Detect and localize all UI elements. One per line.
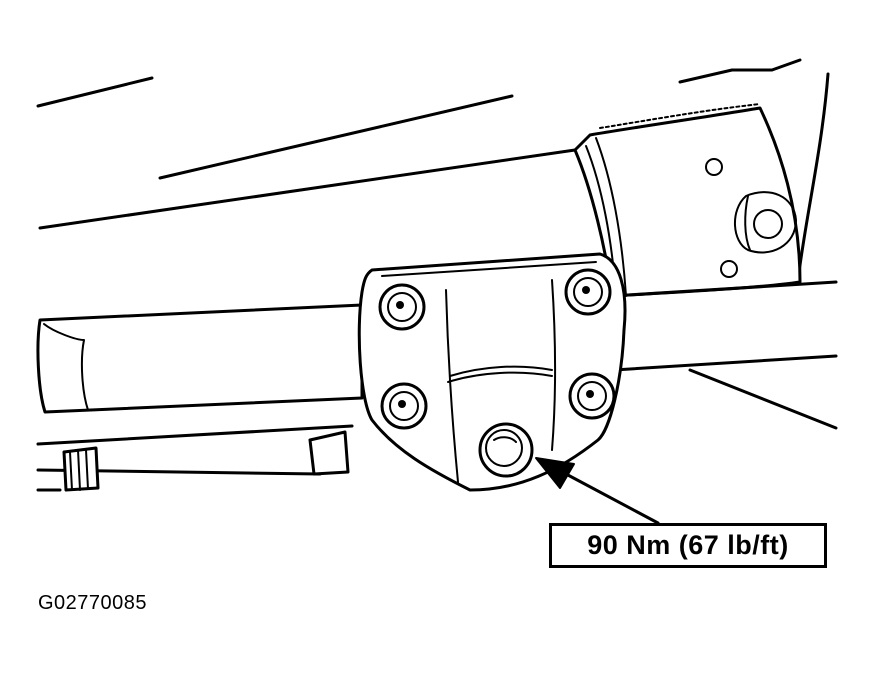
brake-line — [36, 424, 354, 492]
stud-nut-top-left — [378, 283, 426, 331]
torque-bolt — [478, 422, 534, 478]
stud-nut-bottom-left — [380, 382, 428, 430]
stud-nut-top-right — [564, 268, 612, 316]
torque-spec-label: 90 Nm (67 lb/ft) — [587, 530, 789, 560]
callout-arrow — [535, 457, 660, 525]
axle-tube — [36, 280, 838, 430]
torque-spec-callout: 90 Nm (67 lb/ft) — [549, 523, 827, 568]
mounting-bracket — [357, 252, 627, 492]
stud-nut-bottom-right — [568, 372, 616, 420]
figure-id: G02770085 — [38, 592, 148, 614]
background-body-lines — [36, 58, 830, 282]
axle-housing — [573, 103, 802, 298]
